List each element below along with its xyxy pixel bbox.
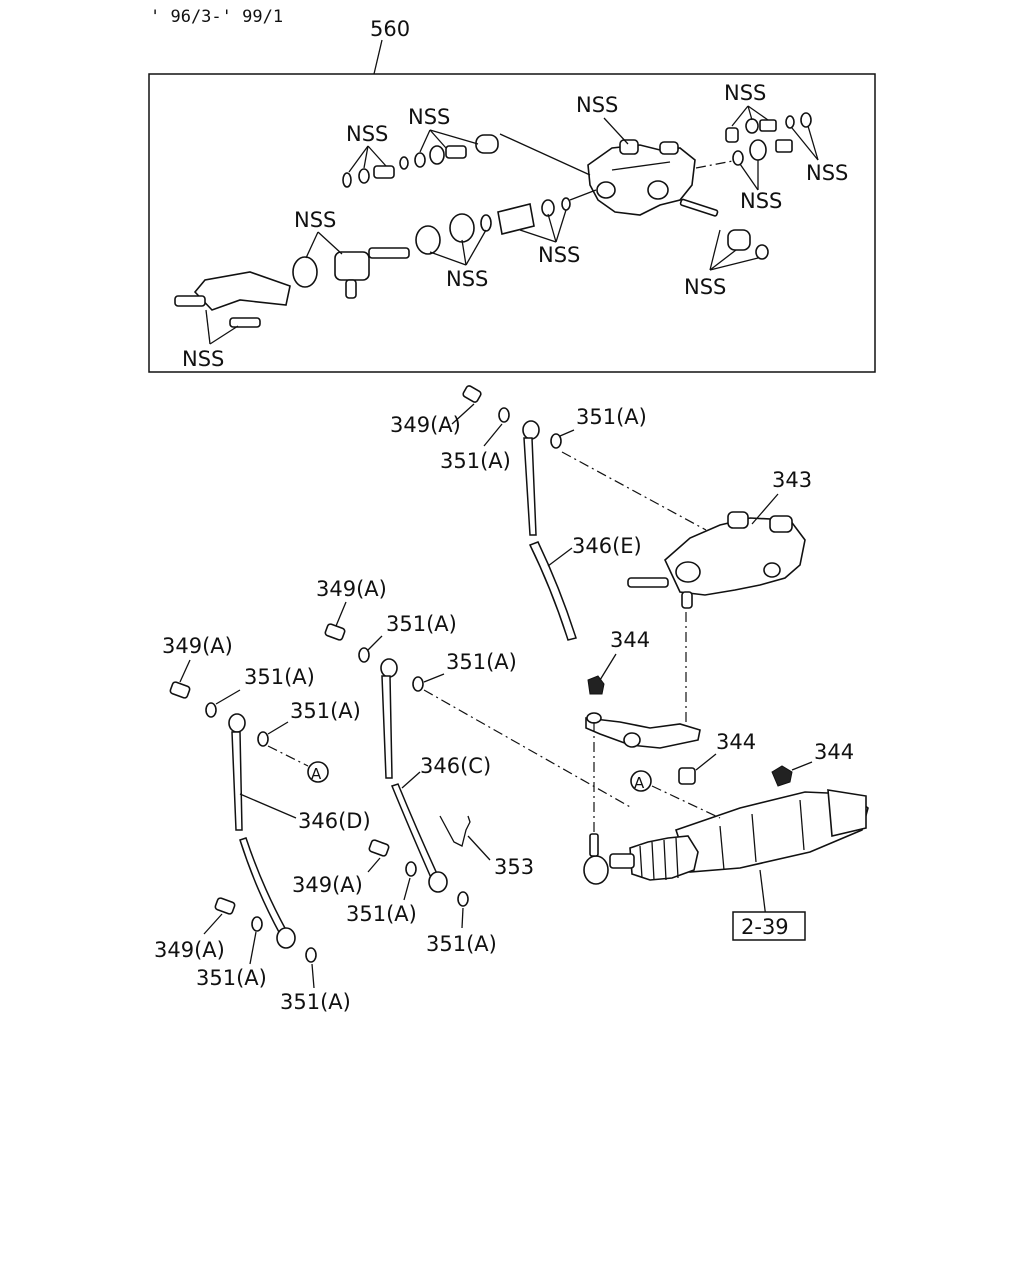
nss-label: NSS	[576, 93, 618, 117]
date-range-header: ' 96/3-' 99/1	[150, 7, 283, 27]
label-351a: 351(A)	[196, 966, 267, 990]
label-343: 343	[772, 468, 812, 492]
circle-a-marker	[307, 761, 329, 783]
label-351a: 351(A)	[426, 932, 497, 956]
label-346c: 346(C)	[420, 754, 491, 778]
nss-label: NSS	[806, 161, 848, 185]
nss-label: NSS	[294, 208, 336, 232]
label-344: 344	[610, 628, 650, 652]
nss-label: NSS	[446, 267, 488, 291]
kit-valve-body	[587, 139, 696, 216]
nss-label: NSS	[684, 275, 726, 299]
kit-560-frame	[148, 73, 876, 373]
label-351a: 351(A)	[576, 405, 647, 429]
label-351a: 351(A)	[386, 612, 457, 636]
nss-label: NSS	[408, 105, 450, 129]
label-351a: 351(A)	[244, 665, 315, 689]
label-349a: 349(A)	[154, 938, 225, 962]
nss-label: NSS	[182, 347, 224, 371]
kit-560-label: 560	[370, 17, 410, 41]
hose-346c: 349(A) 351(A) 351(A) 346(C) 349(A) 351(A…	[292, 577, 633, 956]
valve-assembly-343: 343	[627, 468, 812, 609]
label-349a: 349(A)	[316, 577, 387, 601]
label-351a: 351(A)	[290, 699, 361, 723]
label-353: 353	[494, 855, 534, 879]
label-346d: 346(D)	[298, 809, 371, 833]
booster-cylinder: 2-39 A	[583, 770, 869, 941]
nss-callouts: NSS NSS NSS NSS NSS NSS NSS NSS	[182, 81, 848, 371]
nss-label: NSS	[346, 122, 388, 146]
nss-label: NSS	[538, 243, 580, 267]
label-349a: 349(A)	[390, 413, 461, 437]
label-346e: 346(E)	[572, 534, 642, 558]
label-351a: 351(A)	[280, 990, 351, 1014]
label-349a: 349(A)	[162, 634, 233, 658]
label-344: 344	[716, 730, 756, 754]
circle-a-marker	[630, 770, 652, 792]
label-344: 344	[814, 740, 854, 764]
lever-344: 344 344 344	[585, 612, 854, 836]
kit-small-parts	[174, 112, 812, 328]
clip-353: 353	[439, 815, 534, 879]
kit-560-group: 560	[148, 17, 876, 373]
nss-label: NSS	[724, 81, 766, 105]
hose-346e: 349(A) 351(A) 346(E) 351(A)	[390, 385, 707, 641]
label-351a: 351(A)	[346, 902, 417, 926]
label-351a: 351(A)	[440, 449, 511, 473]
nss-label: NSS	[740, 189, 782, 213]
circle-a-text: A	[634, 774, 645, 792]
circle-a-text: A	[311, 765, 322, 783]
reference-2-39-label: 2-39	[741, 915, 789, 939]
label-351a: 351(A)	[446, 650, 517, 674]
label-349a: 349(A)	[292, 873, 363, 897]
reference-2-39-box: 2-39	[732, 911, 806, 941]
hose-346d: 349(A) 351(A) 351(A) A 346(D) 349(A) 351…	[154, 634, 371, 1014]
